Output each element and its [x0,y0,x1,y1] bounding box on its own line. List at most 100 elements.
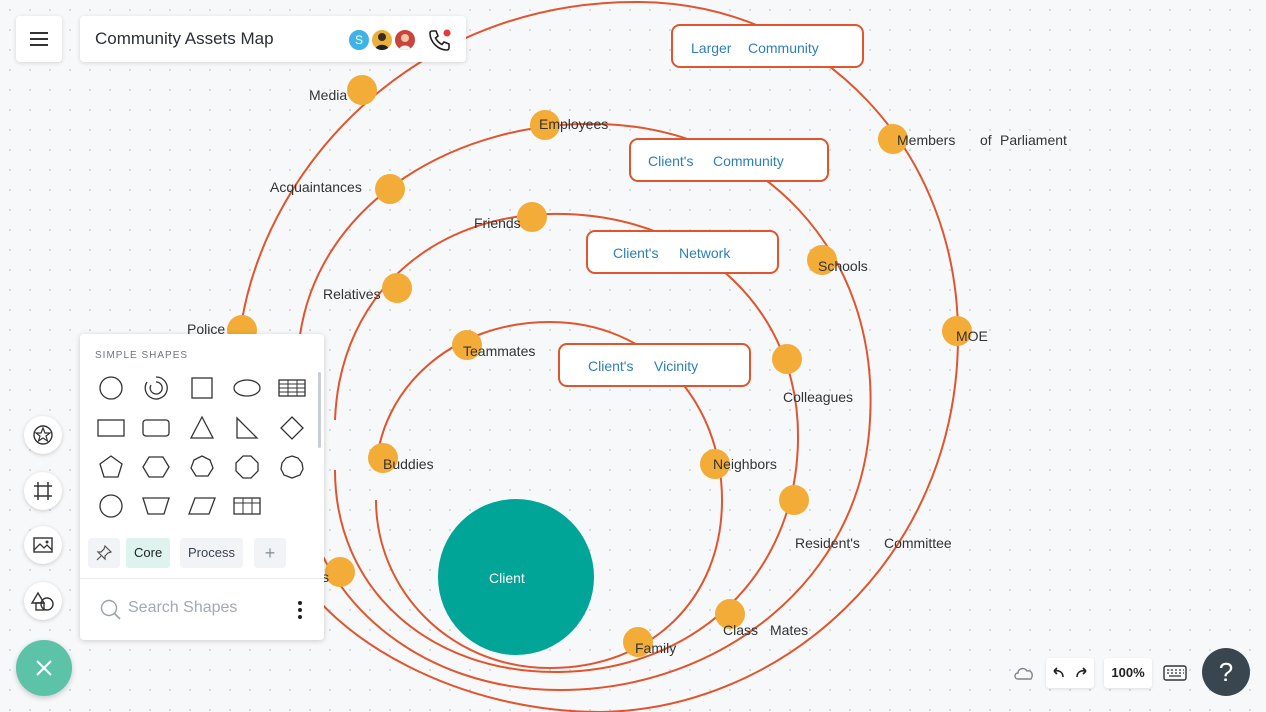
collaborator-avatar[interactable] [370,28,394,52]
box-clients-vicinity[interactable] [558,343,751,387]
label-moe: MOE [956,328,988,344]
node-schools[interactable] [807,245,837,275]
shape-circle[interactable] [95,374,127,402]
label-family: Family [635,640,676,656]
add-library-button[interactable]: + [254,538,286,568]
image-button[interactable] [24,526,62,564]
search-shapes-input[interactable] [126,598,270,618]
shape-hexagon[interactable] [140,453,172,481]
shapes-library-button[interactable] [24,416,62,454]
shapes-star-icon [33,425,53,445]
node-friends[interactable] [517,202,547,232]
node-acquaintances[interactable] [375,174,405,204]
cloud-sync-status[interactable] [1012,661,1036,690]
shape-grid-table[interactable] [231,492,263,520]
shape-trapezoid[interactable] [140,492,172,520]
shapes-icon [30,591,54,611]
node-members-of-parliament[interactable] [878,124,908,154]
box-clients-community[interactable] [629,138,829,182]
more-options-icon[interactable] [294,599,306,621]
client-label: Client [489,570,525,586]
menu-button[interactable] [16,16,62,62]
box-clients-vicinity-label-b: Vicinity [654,358,698,374]
label-colleagues: Colleagues [783,389,853,405]
collaborator-avatar[interactable] [393,28,417,52]
shape-circle-2[interactable] [95,492,127,520]
label-members: Members [897,132,955,148]
label-partial: s [322,569,329,585]
box-larger-community-label-a: Larger [691,40,732,56]
shape-ring[interactable] [140,374,172,402]
label-friends: Friends [474,215,521,231]
node-teammates[interactable] [452,330,482,360]
node-media[interactable] [347,75,377,105]
call-button[interactable] [426,26,454,59]
help-button[interactable]: ? [1202,648,1250,696]
shape-pentagon[interactable] [95,453,127,481]
label-acquaintances: Acquaintances [270,179,362,195]
label-teammates: Teammates [463,343,535,359]
shape-diamond[interactable] [276,414,308,442]
node-partial[interactable] [325,557,355,587]
shape-table[interactable] [276,374,308,402]
label-mates: Mates [770,622,808,638]
box-clients-network[interactable] [586,230,779,274]
label-class: Class [723,622,758,638]
tab-core[interactable]: Core [126,538,171,568]
shape-rounded-rectangle[interactable] [140,414,172,442]
node-neighbors[interactable] [700,449,730,479]
shapes-button[interactable] [24,582,62,620]
pin-icon [96,545,112,561]
keyboard-shortcuts-button[interactable] [1162,662,1188,689]
shape-rectangle[interactable] [95,414,127,442]
label-media: Media [309,87,347,103]
zoom-level[interactable]: 100% [1104,658,1152,688]
shapes-panel: SIMPLE SHAPES Core Process + [80,334,324,640]
box-larger-community-label-b: Community [748,40,819,56]
client-node[interactable] [438,499,594,655]
undo-icon[interactable] [1049,665,1067,681]
cloud-icon [1014,667,1033,680]
node-relatives[interactable] [382,273,412,303]
shape-ellipse[interactable] [231,374,263,402]
shape-decagon[interactable] [276,453,308,481]
box-larger-community[interactable] [671,24,864,68]
box-clients-community-label-b: Community [713,153,784,169]
shape-parallelogram[interactable] [186,492,218,520]
phone-call-icon [429,29,451,51]
node-employees[interactable] [530,110,560,140]
search-icon [100,599,121,620]
shape-search-row [80,578,324,641]
close-fab-button[interactable] [16,640,72,696]
ring-clients-community[interactable] [299,122,872,692]
collaborator-avatar-s[interactable]: S [347,28,371,52]
keyboard-icon [1163,665,1187,681]
node-moe[interactable] [942,316,972,346]
frame-icon [34,482,52,500]
undo-redo-group [1046,658,1094,688]
box-clients-network-label-b: Network [679,245,731,261]
frame-button[interactable] [24,472,62,510]
label-buddies: Buddies [383,456,434,472]
shape-right-triangle[interactable] [231,414,263,442]
pin-button[interactable] [88,538,120,568]
label-committee: Committee [884,535,952,551]
label-police: Police [187,321,225,337]
shape-heptagon[interactable] [186,453,218,481]
shape-octagon[interactable] [231,453,263,481]
node-buddies[interactable] [368,443,398,473]
panel-scrollbar[interactable] [318,372,321,448]
node-residents-committee[interactable] [779,485,809,515]
image-icon [33,537,53,553]
node-class-mates[interactable] [715,599,745,629]
node-family[interactable] [623,627,653,657]
shape-triangle[interactable] [186,414,218,442]
person-icon [399,34,411,50]
node-colleagues[interactable] [772,344,802,374]
ring-clients-network[interactable] [334,212,800,674]
document-title[interactable]: Community Assets Map [95,29,274,48]
tab-process[interactable]: Process [180,538,243,568]
shape-square[interactable] [186,374,218,402]
redo-icon[interactable] [1073,665,1091,681]
